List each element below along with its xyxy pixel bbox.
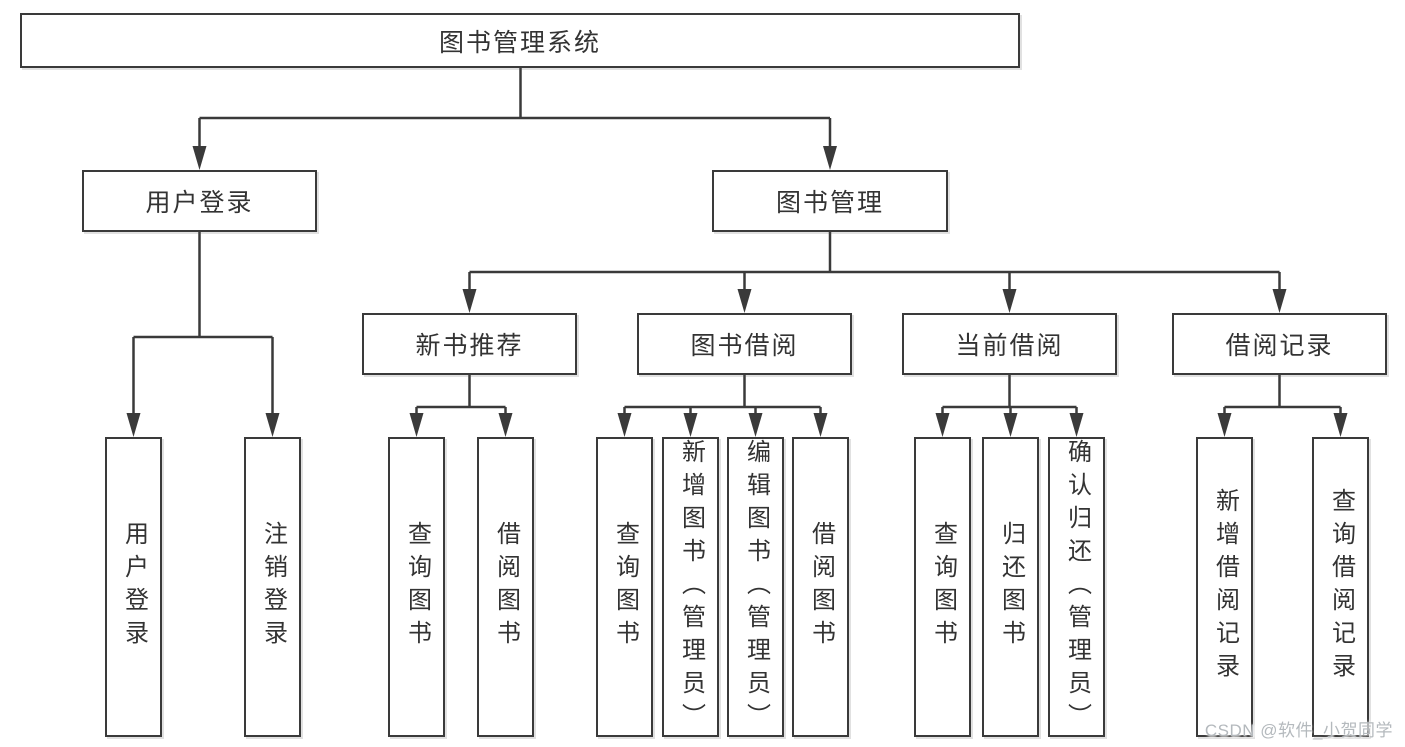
node-label: 当前借阅 bbox=[955, 332, 1064, 360]
leaf-label: 确认归还（管理员） bbox=[1063, 438, 1091, 736]
node-label: 借阅记录 bbox=[1225, 332, 1334, 360]
leaf-label: 借阅图书 bbox=[807, 521, 835, 653]
leaf-label: 借阅图书 bbox=[492, 521, 520, 653]
leaf-confirm-return-admin: 确认归还（管理员） bbox=[1048, 437, 1105, 737]
leaf-query-books-recommend: 查询图书 bbox=[388, 437, 445, 737]
node-user-login: 用户登录 bbox=[82, 170, 317, 232]
leaf-label: 编辑图书（管理员） bbox=[742, 438, 770, 736]
leaf-user-login: 用户登录 bbox=[105, 437, 162, 737]
leaf-label: 注销登录 bbox=[259, 521, 287, 653]
node-new-book-recommend: 新书推荐 bbox=[362, 313, 577, 375]
node-label: 用户登录 bbox=[145, 189, 254, 217]
leaf-logout: 注销登录 bbox=[244, 437, 301, 737]
leaf-label: 查询图书 bbox=[929, 521, 957, 653]
node-label: 图书管理系统 bbox=[438, 28, 601, 57]
leaf-borrow-books: 借阅图书 bbox=[792, 437, 849, 737]
leaf-label: 查询图书 bbox=[611, 521, 639, 653]
leaf-edit-books-admin: 编辑图书（管理员） bbox=[727, 437, 784, 737]
leaf-query-borrow-record: 查询借阅记录 bbox=[1312, 437, 1369, 737]
leaf-add-borrow-record: 新增借阅记录 bbox=[1196, 437, 1253, 737]
leaf-query-books-current: 查询图书 bbox=[914, 437, 971, 737]
leaf-add-books-admin: 新增图书（管理员） bbox=[662, 437, 719, 737]
leaf-borrow-books-recommend: 借阅图书 bbox=[477, 437, 534, 737]
node-library-management-system: 图书管理系统 bbox=[20, 13, 1020, 68]
leaf-label: 新增借阅记录 bbox=[1211, 488, 1239, 686]
node-book-management: 图书管理 bbox=[712, 170, 948, 232]
leaf-label: 查询借阅记录 bbox=[1327, 488, 1355, 686]
leaf-return-books: 归还图书 bbox=[982, 437, 1039, 737]
node-label: 图书管理 bbox=[775, 189, 884, 217]
leaf-label: 用户登录 bbox=[120, 521, 148, 653]
leaf-label: 新增图书（管理员） bbox=[677, 438, 705, 736]
leaf-query-books-borrow: 查询图书 bbox=[596, 437, 653, 737]
node-current-borrow: 当前借阅 bbox=[902, 313, 1117, 375]
node-label: 新书推荐 bbox=[415, 332, 524, 360]
node-book-borrow: 图书借阅 bbox=[637, 313, 852, 375]
node-label: 图书借阅 bbox=[690, 332, 799, 360]
node-borrow-records: 借阅记录 bbox=[1172, 313, 1387, 375]
leaf-label: 查询图书 bbox=[403, 521, 431, 653]
watermark: CSDN @软件_小贺同学 bbox=[1204, 721, 1393, 740]
leaf-label: 归还图书 bbox=[997, 521, 1025, 653]
